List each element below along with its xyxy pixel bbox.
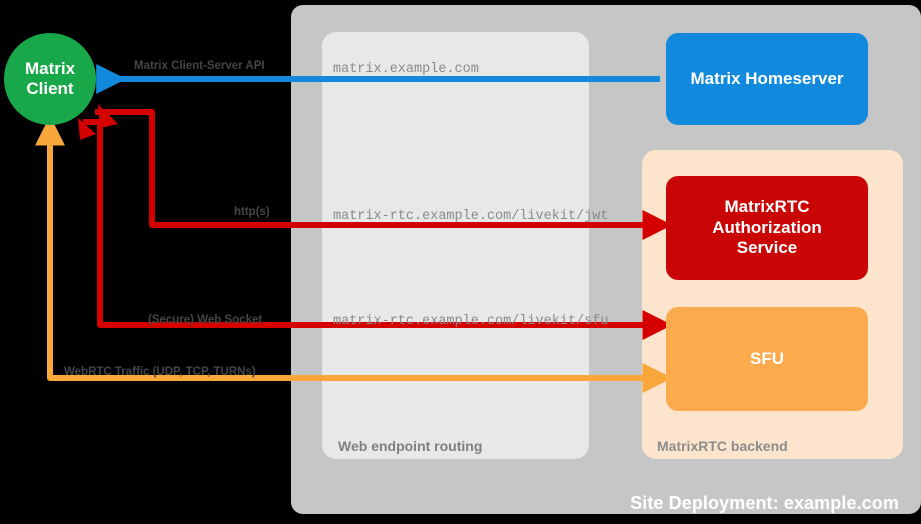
endpoint-livekit-sfu: matrix-rtc.example.com/livekit/sfu — [333, 314, 609, 329]
endpoint-matrix-example-com: matrix.example.com — [333, 62, 479, 77]
arrowhead-sfu-into-client — [78, 118, 96, 140]
web-endpoint-routing-label: Web endpoint routing — [338, 438, 483, 454]
web-endpoint-routing-container — [322, 32, 589, 459]
node-matrixrtc-authorization-service[interactable]: MatrixRTC Authorization Service — [666, 176, 868, 280]
auth-label-line3: Service — [736, 238, 798, 258]
node-authorization-label: MatrixRTC Authorization Service — [712, 197, 822, 258]
auth-label-line1: MatrixRTC — [724, 197, 810, 217]
protocol-https: http(s) — [234, 206, 270, 218]
protocol-webrtc-traffic: WebRTC Traffic (UDP, TCP, TURNs) — [64, 366, 256, 378]
node-sfu-label: SFU — [750, 348, 784, 368]
node-sfu[interactable]: SFU — [666, 307, 868, 411]
client-label-line1: Matrix — [24, 59, 76, 79]
node-matrix-client[interactable]: Matrix Client — [4, 33, 96, 125]
client-label-line2: Client — [26, 79, 74, 98]
site-deployment-label: Site Deployment: example.com — [630, 493, 899, 513]
node-matrix-client-label: Matrix Client — [25, 59, 75, 98]
endpoint-livekit-jwt: matrix-rtc.example.com/livekit/jwt — [333, 209, 609, 224]
protocol-matrix-client-server-api: Matrix Client-Server API — [134, 60, 265, 72]
matrixrtc-backend-label: MatrixRTC backend — [657, 438, 788, 454]
auth-label-line2: Authorization — [712, 217, 822, 237]
protocol-secure-web-socket: (Secure) Web Socket — [148, 314, 263, 326]
node-matrix-homeserver[interactable]: Matrix Homeserver — [666, 33, 868, 125]
arrowhead-jwt-into-client — [98, 104, 118, 128]
node-matrix-homeserver-label: Matrix Homeserver — [690, 68, 844, 88]
